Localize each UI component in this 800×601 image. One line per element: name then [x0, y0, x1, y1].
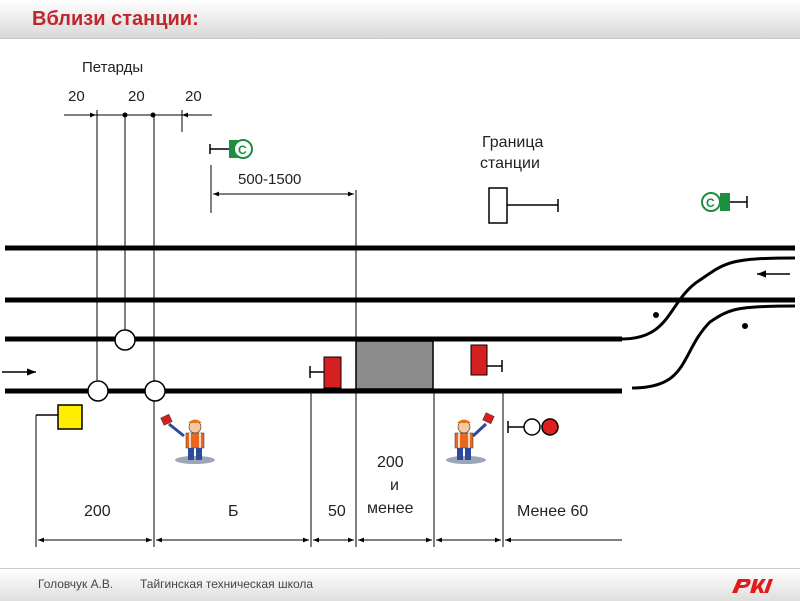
- petards-label: Петарды: [82, 59, 143, 76]
- dim-200-less-label-1: 200: [377, 454, 404, 471]
- petard: [144, 380, 166, 402]
- header-bar: Вблизи станции:: [0, 0, 800, 39]
- red-shield-left: [309, 356, 342, 389]
- dim-b-label: Б: [228, 503, 239, 520]
- petard: [87, 380, 109, 402]
- switch-curves: [621, 256, 796, 390]
- obstacle-zone: [355, 340, 434, 390]
- dim-200-label: 200: [84, 503, 111, 520]
- station-boundary-sign: [488, 187, 559, 224]
- footer-author: Головчук А.В.: [38, 577, 114, 591]
- signal-letter: С: [706, 196, 715, 210]
- red-shield-right: [470, 344, 503, 376]
- signal-letter: С: [238, 143, 247, 157]
- signal-green-right: С: [701, 192, 748, 212]
- dim-200-less-label-2: и: [390, 477, 399, 494]
- station-boundary-label-1: Граница: [482, 134, 544, 151]
- distance-500-1500-label: 500-1500: [238, 171, 301, 188]
- petard-spacing-2: 20: [128, 88, 145, 105]
- switch-curve-lower: [631, 304, 796, 390]
- signalman-right-icon: [446, 412, 495, 464]
- dim-200-less-label-3: менее: [367, 500, 414, 517]
- page-title: Вблизи станции:: [32, 8, 199, 30]
- signal-green-left: С: [209, 139, 253, 159]
- dim-less-60-label: Менее 60: [517, 503, 588, 520]
- rzd-logo-icon: [732, 579, 773, 593]
- yellow-shield: [36, 404, 83, 430]
- railway-diagram: Петарды 20 20 20 С 500-1500 Граница ста: [2, 59, 796, 547]
- petard: [114, 329, 136, 351]
- switch-point: [742, 323, 748, 329]
- petard-spacing-3: 20: [185, 88, 202, 105]
- switch-point: [653, 312, 659, 318]
- footer-school: Тайгинская техническая школа: [140, 577, 314, 591]
- signalman-left-icon: [160, 413, 215, 464]
- petard-spacing-1: 20: [68, 88, 85, 105]
- petard-dim-dot: [150, 112, 156, 118]
- station-boundary-label-2: станции: [480, 155, 540, 172]
- footer-bar: Головчук А.В. Тайгинская техническая шко…: [0, 568, 800, 601]
- signal-red-lamps: [507, 418, 559, 436]
- dim-50-label: 50: [328, 503, 346, 520]
- switch-curve-upper: [621, 256, 796, 341]
